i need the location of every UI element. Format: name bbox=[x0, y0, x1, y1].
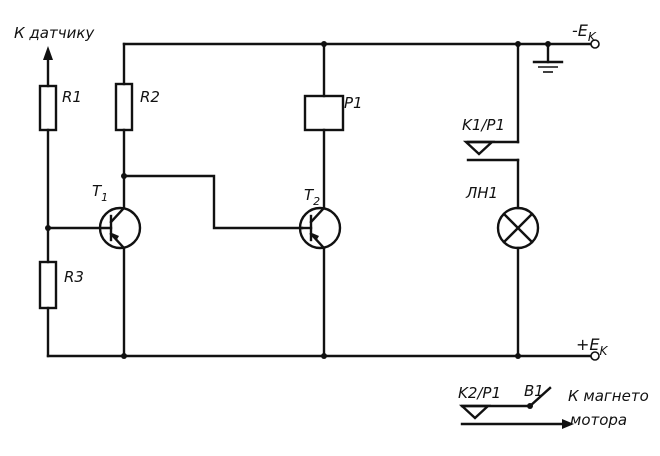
resistor-r1 bbox=[38, 84, 58, 132]
transistor-t2 bbox=[298, 206, 342, 250]
wire-t1-to-t2 bbox=[122, 174, 304, 230]
transistor-t1 bbox=[46, 206, 142, 250]
minus-supply-label: -EK bbox=[572, 21, 597, 44]
junction-bottom-t2 bbox=[321, 353, 327, 359]
lamp-icon bbox=[496, 206, 540, 250]
junction-bottom-lamp bbox=[515, 353, 521, 359]
switch-b1-label: B1 bbox=[524, 382, 544, 400]
relay-p1-coil bbox=[303, 94, 345, 132]
arrow-right-icon bbox=[562, 419, 574, 429]
transistor-t2-label: T2 bbox=[304, 186, 320, 208]
contact-k2 bbox=[458, 404, 568, 426]
junction-bottom-t1 bbox=[121, 353, 127, 359]
resistor-r2 bbox=[114, 82, 134, 132]
contact-k1 bbox=[462, 140, 520, 162]
r1-label: R1 bbox=[62, 88, 82, 106]
switch-b1-blade bbox=[528, 386, 552, 408]
emitter-arrow-icon bbox=[312, 233, 319, 241]
emitter-arrow-icon bbox=[112, 233, 119, 241]
arrow-up-icon bbox=[43, 46, 53, 60]
sensor-lead bbox=[43, 46, 53, 88]
contact-k2-label: K2/P1 bbox=[458, 384, 501, 402]
r3-label: R3 bbox=[64, 268, 84, 286]
magneto-label-2: мотора bbox=[570, 411, 627, 429]
magneto-label-1: К магнето bbox=[568, 387, 649, 405]
plus-supply-label: +EK bbox=[576, 335, 609, 358]
r2-label: R2 bbox=[140, 88, 160, 106]
minus-supply-terminal bbox=[590, 39, 600, 49]
plus-supply-terminal bbox=[590, 351, 600, 361]
lamp-label: ЛН1 bbox=[465, 184, 498, 202]
resistor-r3 bbox=[38, 260, 58, 310]
sensor-label: К датчику bbox=[14, 24, 95, 42]
ground-icon bbox=[532, 42, 564, 73]
transistor-t1-label: T1 bbox=[92, 182, 108, 204]
contact-k1-label: K1/P1 bbox=[462, 116, 505, 134]
relay-p1-label: P1 bbox=[344, 94, 363, 112]
